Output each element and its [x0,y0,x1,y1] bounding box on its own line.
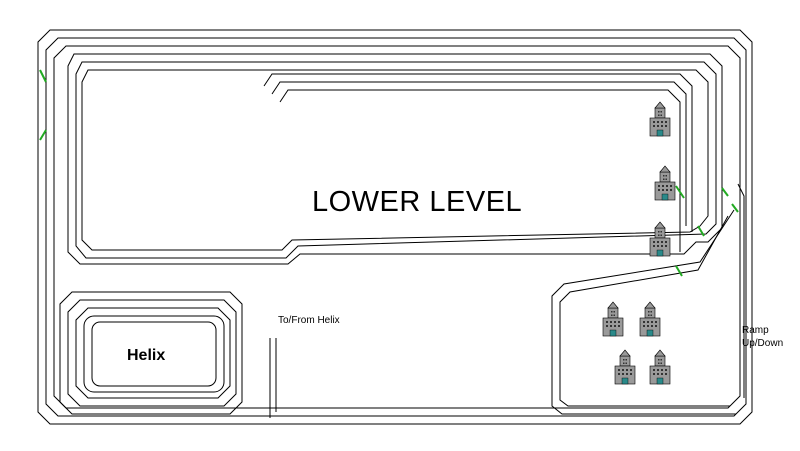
helix-track-1 [59,291,243,415]
helix-core-outer [83,315,225,393]
turnout-marker [721,187,729,197]
helix-connection-label: To/From Helix [278,315,340,326]
helix-track-2 [67,299,237,407]
helix-core-inner [91,321,217,387]
helix-track-3 [75,307,231,399]
helix-label: Helix [127,347,166,364]
building-icon [654,165,676,201]
outer-loop-track-1 [37,29,753,425]
turnout-marker [39,69,47,83]
building-icon [614,349,636,385]
building-icon [602,301,624,337]
industry-lead-track-1 [551,209,736,415]
building-icon [649,221,671,257]
outer-loop-track-3 [53,45,741,409]
building-icon [639,301,661,337]
building-icon [649,349,671,385]
turnout-marker [731,203,739,213]
outer-loop-track-2 [45,37,747,417]
ramp-label-line2: Up/Down [742,338,784,349]
ramp-track [737,183,745,398]
turnout-marker [697,225,705,237]
turnout-marker [39,129,47,141]
inner-loop-track-1 [67,53,723,265]
diagram-title: LOWER LEVEL [312,186,523,218]
turnout-marker [675,265,683,277]
inner-loop-track-3 [81,69,709,251]
inner-upper-track-1 [263,73,693,232]
turnout-marker [675,185,685,199]
inner-upper-track-3 [279,89,681,252]
industry-lead-track-2 [559,215,730,407]
ramp-label-line1: Ramp [742,325,769,336]
inner-upper-track-2 [271,81,687,226]
building-icon [649,101,671,137]
inner-loop-track-2 [75,61,717,259]
